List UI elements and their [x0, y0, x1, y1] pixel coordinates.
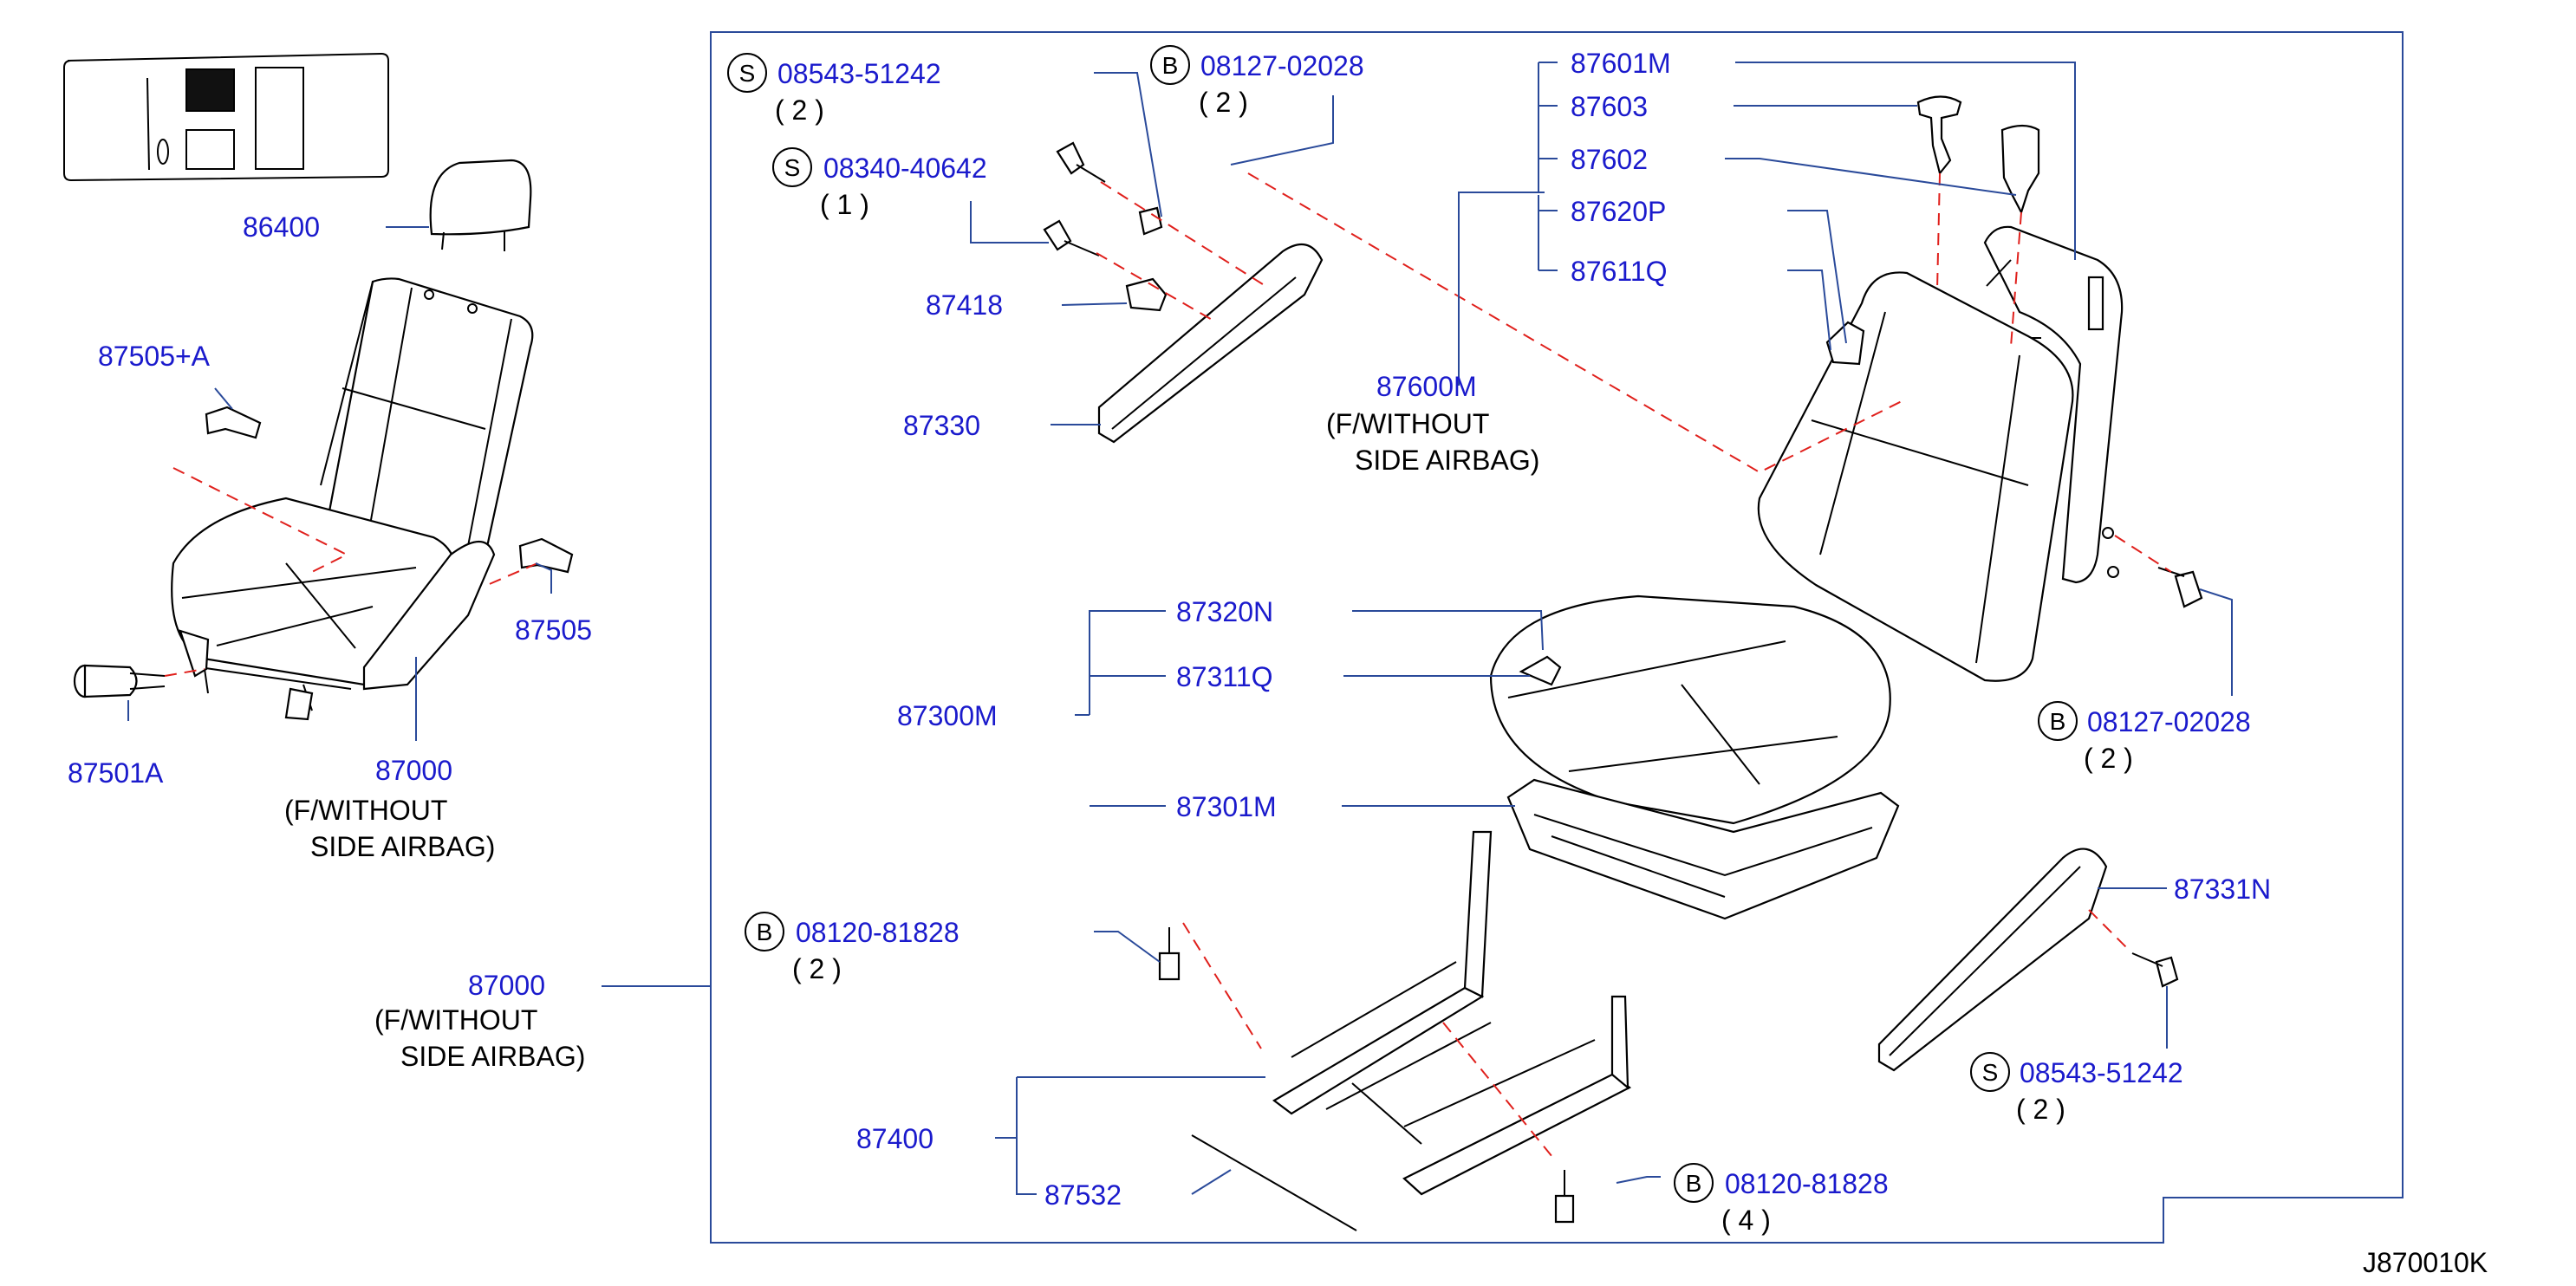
- part-label-87320n[interactable]: 87320N: [1176, 596, 1273, 627]
- bracket-87505-illustration: [518, 537, 574, 574]
- qty-08127-02028-top: ( 2 ): [1199, 87, 1248, 118]
- marker-b-top: B: [1150, 45, 1190, 85]
- part-label-87418[interactable]: 87418: [926, 289, 1003, 321]
- seat-adjuster-87400-illustration: [1272, 830, 1632, 1196]
- part-label-08543-51242-top[interactable]: 08543-51242: [777, 58, 941, 89]
- part-label-08127-02028-right[interactable]: 08127-02028: [2087, 706, 2251, 737]
- marker-s-bottom: S: [1970, 1052, 2010, 1092]
- note-back-line2: SIDE AIRBAG): [1355, 445, 1539, 476]
- main-assembly-frame: [710, 31, 2404, 1244]
- assembly-lines: [1096, 172, 2172, 1162]
- part-label-08120-81828-left[interactable]: 08120-81828: [796, 917, 959, 948]
- part-label-87330[interactable]: 87330: [903, 410, 980, 441]
- side-cover-87331n-illustration: [1877, 848, 2108, 1072]
- seat-cushion-frame-87301m-illustration: [1506, 778, 1900, 920]
- part-label-87501a[interactable]: 87501A: [68, 757, 164, 789]
- qty-08543-51242-bottom: ( 2 ): [2016, 1094, 2065, 1125]
- bracket-87505a-illustration: [205, 406, 262, 439]
- marker-b-right: B: [2038, 701, 2078, 741]
- part-label-08340-40642[interactable]: 08340-40642: [823, 153, 987, 184]
- wire-87532-illustration: [1191, 1134, 1357, 1231]
- part-label-87300m[interactable]: 87300M: [897, 700, 998, 731]
- part-label-87000-left[interactable]: 87000: [375, 755, 452, 786]
- recliner-cover-87330-illustration: [1097, 243, 1324, 444]
- headrest-guide-87602-illustration: [2000, 124, 2040, 215]
- qty-08120-81828-left: ( 2 ): [792, 953, 842, 984]
- qty-08120-81828-bottom: ( 4 ): [1721, 1205, 1771, 1236]
- part-label-87505[interactable]: 87505: [515, 614, 592, 646]
- part-label-87311q[interactable]: 87311Q: [1176, 661, 1273, 692]
- headrest-guide-87603-illustration: [1916, 95, 1962, 176]
- marker-b-bottom: B: [1674, 1163, 1714, 1203]
- knob-87418-illustration: [1125, 277, 1168, 312]
- marker-b-left: B: [745, 912, 784, 952]
- part-label-87400[interactable]: 87400: [856, 1123, 933, 1154]
- note-back-line1: (F/WITHOUT: [1326, 408, 1489, 439]
- seat-cushion-pad-87300m-illustration: [1489, 594, 1891, 825]
- part-label-08543-51242-bottom[interactable]: 08543-51242: [2020, 1057, 2183, 1088]
- part-label-87532[interactable]: 87532: [1044, 1179, 1122, 1211]
- note-main-line1: (F/WITHOUT: [374, 1004, 537, 1036]
- part-label-87600m[interactable]: 87600M: [1376, 371, 1477, 402]
- diagram-code: J870010K: [2363, 1247, 2488, 1278]
- part-label-87331n[interactable]: 87331N: [2174, 874, 2271, 905]
- svg-text:S: S: [739, 60, 756, 87]
- svg-text:B: B: [2050, 708, 2066, 735]
- svg-text:B: B: [1686, 1170, 1702, 1197]
- note-left-line2: SIDE AIRBAG): [310, 831, 495, 862]
- svg-text:B: B: [757, 919, 773, 945]
- svg-text:B: B: [1162, 52, 1179, 79]
- part-label-87602[interactable]: 87602: [1571, 144, 1648, 175]
- part-label-87601m[interactable]: 87601M: [1571, 48, 1671, 79]
- part-label-08120-81828-bottom[interactable]: 08120-81828: [1725, 1168, 1889, 1199]
- knob-87501a-illustration: [73, 664, 166, 698]
- part-label-87620p[interactable]: 87620P: [1571, 196, 1666, 227]
- note-left-line1: (F/WITHOUT: [284, 795, 447, 826]
- qty-08543-51242-top: ( 2 ): [775, 94, 824, 126]
- vehicle-location-icon: [63, 52, 389, 182]
- svg-text:S: S: [1982, 1059, 1999, 1086]
- part-label-08127-02028-top[interactable]: 08127-02028: [1200, 50, 1364, 81]
- bolt-illustrations: [1043, 141, 2203, 1224]
- part-label-87505a[interactable]: 87505+A: [98, 341, 211, 372]
- marker-s-08340: S: [772, 147, 812, 187]
- leader-lines: [127, 62, 2233, 1195]
- qty-08340-40642: ( 1 ): [820, 189, 869, 220]
- seat-assembly-illustration: [171, 159, 534, 721]
- note-main-line2: SIDE AIRBAG): [400, 1041, 585, 1072]
- qty-08127-02028-right: ( 2 ): [2084, 743, 2133, 774]
- svg-text:S: S: [784, 154, 801, 181]
- marker-s-top: S: [727, 53, 767, 93]
- seat-back-pad-87600m-illustration: [1757, 271, 2074, 682]
- part-label-87000-main[interactable]: 87000: [468, 970, 545, 1001]
- part-label-87603[interactable]: 87603: [1571, 91, 1648, 122]
- part-label-87611q[interactable]: 87611Q: [1571, 256, 1668, 287]
- part-label-87301m[interactable]: 87301M: [1176, 791, 1277, 822]
- part-label-86400[interactable]: 86400: [243, 211, 320, 243]
